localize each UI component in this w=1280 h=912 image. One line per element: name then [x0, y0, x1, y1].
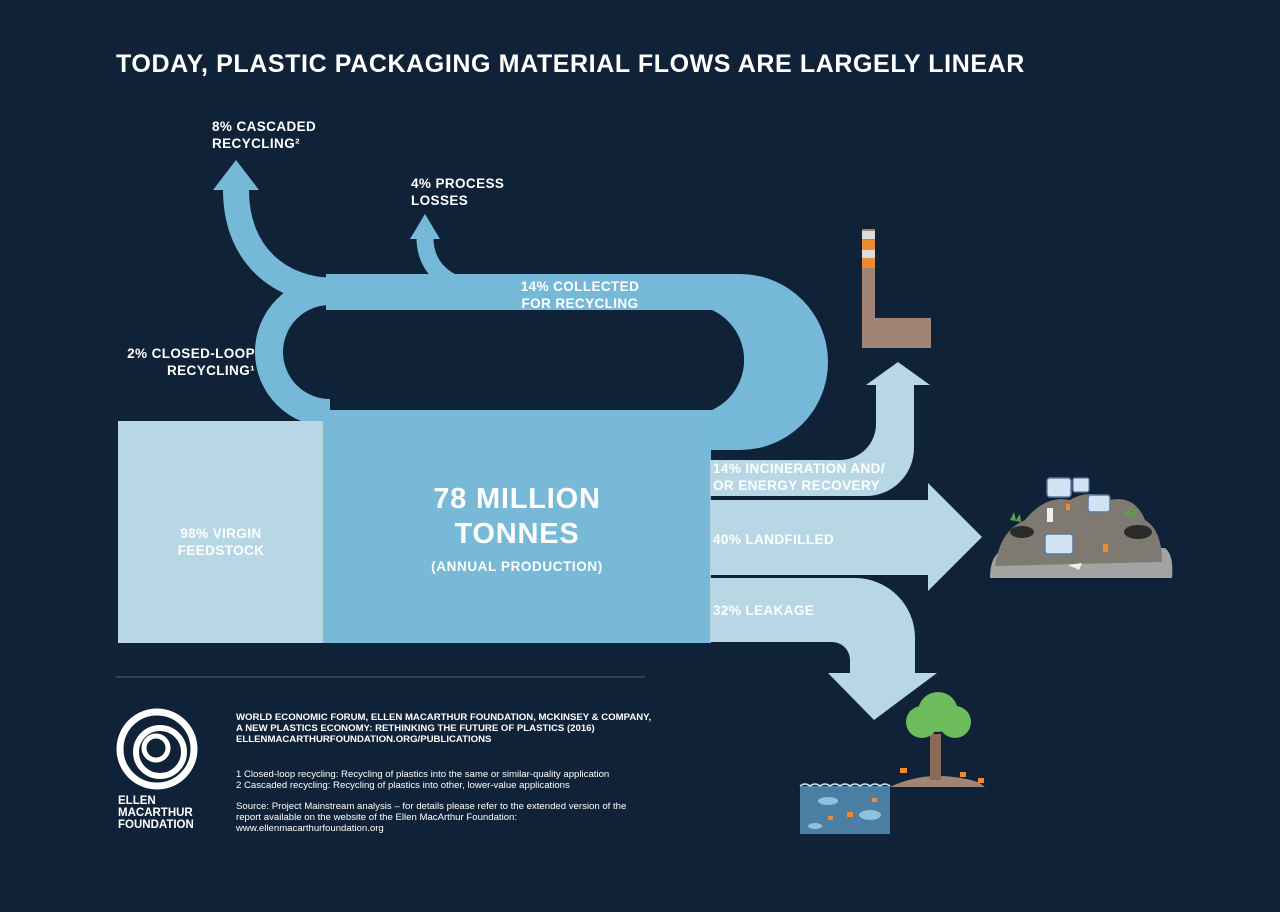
process-losses-label: 4% PROCESS LOSSES	[411, 175, 504, 209]
landfill-icon	[990, 477, 1173, 578]
production-block	[323, 410, 711, 643]
virgin-feedstock-label: 98% VIRGIN FEEDSTOCK	[118, 525, 324, 559]
process-losses-label-line1: 4% PROCESS	[411, 176, 505, 191]
footnotes: 1 Closed-loop recycling: Recycling of pl…	[236, 769, 609, 791]
cascaded-recycling-flow	[223, 189, 336, 304]
collected-flow-band	[326, 274, 712, 310]
incineration-label-line1: 14% INCINERATION AND/	[713, 461, 885, 476]
process-losses-label-line2: LOSSES	[411, 193, 469, 208]
logo-text-line3: FOUNDATION	[118, 819, 194, 831]
logo-text-line2: MACARTHUR	[118, 807, 193, 819]
footnote-1: 1 Closed-loop recycling: Recycling of pl…	[236, 769, 610, 780]
incineration-flow	[710, 362, 930, 496]
page-title: TODAY, PLASTIC PACKAGING MATERIAL FLOWS …	[116, 50, 1025, 78]
cascaded-recycling-label-line2: RECYCLING²	[212, 136, 300, 151]
cascaded-recycling-arrowhead	[213, 160, 259, 190]
closed-loop-label-line1: 2% CLOSED-LOOP	[127, 346, 255, 361]
ocean-island-icon	[799, 692, 985, 834]
production-label: 78 MILLION TONNES (ANNUAL PRODUCTION)	[323, 482, 711, 574]
footnote-2: 2 Cascaded recycling: Recycling of plast…	[236, 780, 570, 791]
cascaded-recycling-label: 8% CASCADED RECYCLING²	[212, 118, 316, 152]
process-losses-flow	[416, 237, 476, 296]
production-subtitle: (ANNUAL PRODUCTION)	[431, 559, 603, 574]
collected-label-line2: FOR RECYCLING	[521, 296, 639, 311]
virgin-label-line1: 98% VIRGIN	[180, 526, 262, 541]
publication-link[interactable]: ELLENMACARTHURFOUNDATION.ORG/PUBLICATION…	[236, 734, 492, 745]
source-link[interactable]: www.ellenmacarthurfoundation.org	[236, 823, 384, 834]
foundation-logo-text: ELLEN MACARTHUR FOUNDATION	[118, 795, 194, 831]
collected-for-recycling-label: 14% COLLECTED FOR RECYCLING	[500, 278, 660, 312]
leakage-label: 32% LEAKAGE	[713, 603, 815, 618]
recycling-return-band	[710, 274, 828, 450]
factory-icon	[862, 229, 931, 348]
source-line1: Source: Project Mainstream analysis – fo…	[236, 801, 627, 812]
logo-text-line1: ELLEN	[118, 795, 156, 807]
production-amount-line2: TONNES	[454, 518, 580, 550]
closed-loop-recycling-label: 2% CLOSED-LOOP RECYCLING¹	[90, 345, 255, 379]
landfilled-label: 40% LANDFILLED	[713, 532, 835, 547]
source-note: Source: Project Mainstream analysis – fo…	[236, 801, 626, 834]
closed-loop-label-line2: RECYCLING¹	[167, 363, 255, 378]
collected-label-line1: 14% COLLECTED	[520, 279, 640, 294]
foundation-logo-icon	[116, 708, 198, 790]
source-line2: report available on the website of the E…	[236, 812, 518, 823]
leakage-flow	[710, 578, 937, 720]
publication-line1: WORLD ECONOMIC FORUM, ELLEN MACARTHUR FO…	[236, 712, 652, 723]
publication-reference: WORLD ECONOMIC FORUM, ELLEN MACARTHUR FO…	[236, 712, 651, 745]
incineration-label: 14% INCINERATION AND/ OR ENERGY RECOVERY	[713, 460, 885, 494]
recycling-return-inner	[710, 310, 745, 410]
virgin-feedstock-block	[118, 421, 324, 643]
production-amount-line1: 78 MILLION	[433, 483, 601, 515]
virgin-label-line2: FEEDSTOCK	[177, 543, 265, 558]
process-losses-arrowhead	[410, 214, 440, 239]
cascaded-recycling-label-line1: 8% CASCADED	[212, 119, 317, 134]
publication-line2: A NEW PLASTICS ECONOMY: RETHINKING THE F…	[236, 723, 595, 734]
incineration-label-line2: OR ENERGY RECOVERY	[713, 478, 880, 493]
landfilled-flow	[710, 483, 982, 591]
